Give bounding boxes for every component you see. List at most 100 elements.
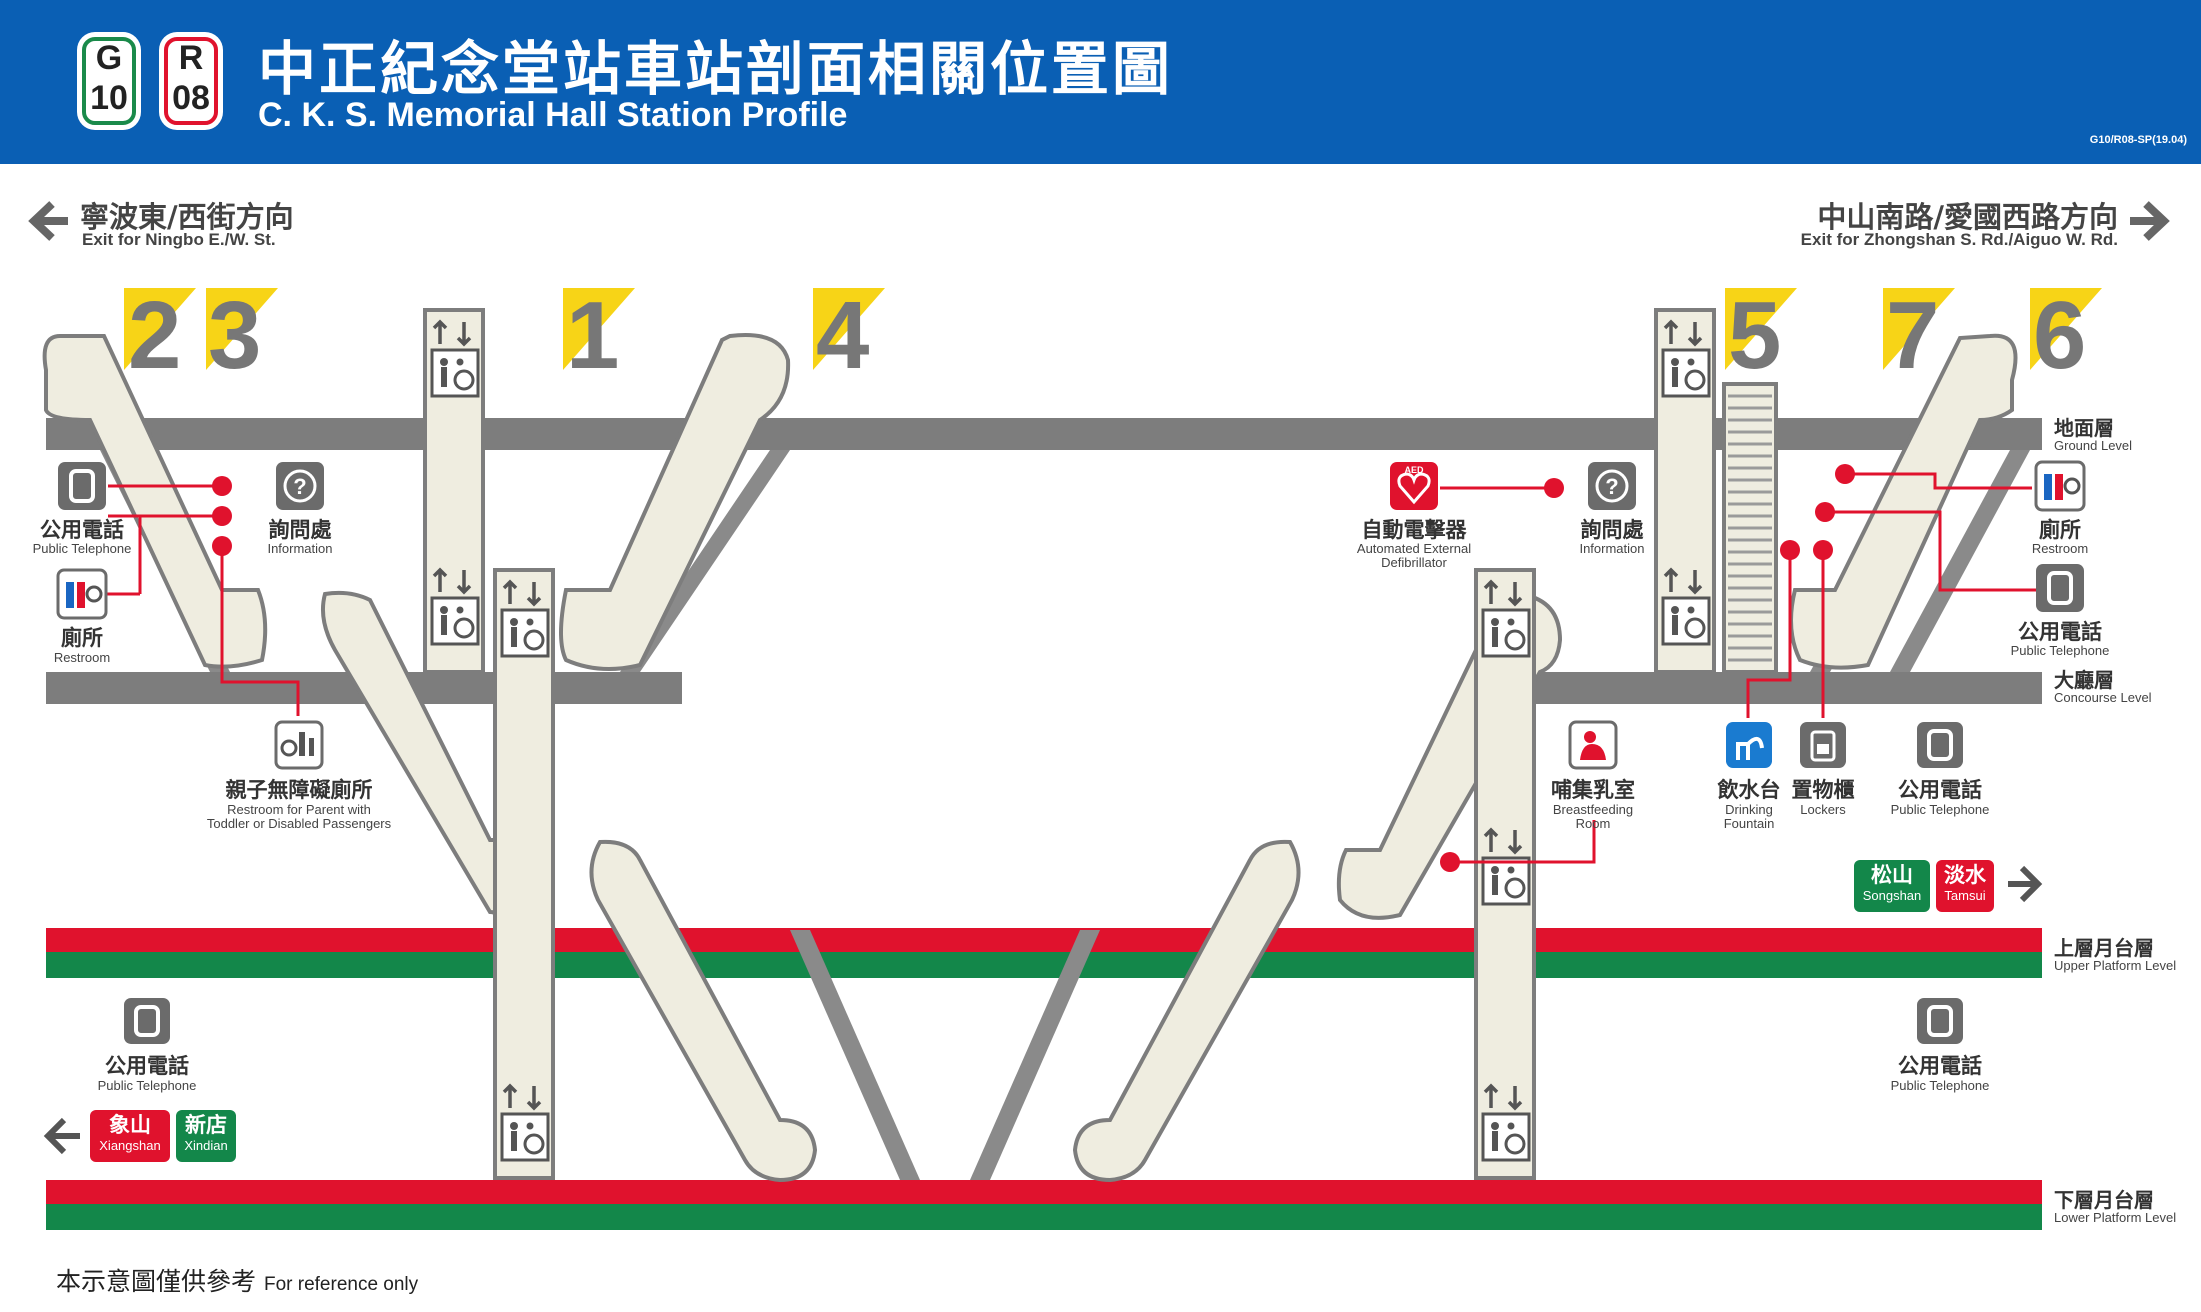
fountain-label-en2: Fountain — [1723, 816, 1775, 831]
phone-label: 公用電話 — [1898, 778, 1982, 802]
exit-flag — [813, 288, 885, 370]
fountain-label-en1: Drinking — [1725, 802, 1773, 817]
exit-flag — [1883, 288, 1955, 370]
phone-label: 公用電話 — [40, 518, 124, 542]
svg-text:?: ? — [293, 474, 306, 499]
exit-flag — [206, 288, 278, 370]
concourse-level-label-en: Concourse Level — [2054, 690, 2152, 705]
family-restroom-icon — [274, 720, 324, 770]
breastfeeding-label: 哺集乳室 — [1551, 778, 1635, 802]
breastfeeding-icon — [1568, 720, 1618, 770]
reference-note-en: For reference only — [263, 1274, 419, 1295]
restroom-label-en: Restroom — [2031, 541, 2089, 556]
telephone-icon — [2036, 564, 2084, 612]
aed-label: 自動電擊器 — [1361, 518, 1467, 542]
elevator-icon — [430, 319, 480, 398]
upper-platform-label: 上層月台層 — [2054, 936, 2154, 960]
destination-zh: 淡水 — [1944, 863, 1986, 887]
phone-label: 公用電話 — [105, 1054, 189, 1078]
phone-label: 公用電話 — [2018, 620, 2102, 644]
ground-level-label: 地面層 — [2054, 416, 2114, 440]
escalator-lower-left — [589, 839, 818, 1183]
exit-number: 2 — [128, 282, 182, 389]
exit-number: 1 — [566, 282, 620, 389]
exit-flag — [563, 288, 635, 370]
lower-platform-label-en: Lower Platform Level — [2054, 1210, 2177, 1225]
facility-dots — [212, 464, 1855, 872]
destination-zh: 象山 — [109, 1113, 151, 1137]
telephone-icon — [1917, 722, 1963, 768]
location-dot — [1815, 502, 1835, 522]
exit-number: 7 — [1886, 282, 1940, 389]
lockers-label-en: Lockers — [1800, 802, 1846, 817]
exit-number: 6 — [2033, 282, 2087, 389]
right-direction-zh: 中山南路/愛國西路方向 — [1817, 200, 2118, 234]
exit-number: 5 — [1728, 282, 1782, 389]
red-line-badge: R 08 — [159, 32, 223, 130]
restroom-label: 廁所 — [61, 626, 103, 650]
destination-songshan: 松山 Songshan — [1854, 860, 1930, 912]
aed-icon-text: AED — [1404, 465, 1424, 475]
stair-support — [790, 930, 920, 1180]
elevator-icons — [430, 319, 1711, 1162]
locker-icon — [1800, 722, 1846, 768]
lockers-label: 置物櫃 — [1791, 778, 1855, 802]
escalator-exit-2-3 — [42, 334, 268, 669]
badge-letter: G — [95, 39, 123, 77]
information-label: 詢問處 — [1580, 518, 1644, 542]
information-icon: ? — [1588, 462, 1636, 510]
destination-tamsui: 淡水 Tamsui — [1936, 860, 1994, 912]
facility-icons: ? AED ? — [56, 460, 2086, 1044]
location-dot — [1835, 464, 1855, 484]
destination-en: Xindian — [184, 1138, 228, 1153]
location-dot — [212, 506, 232, 526]
svg-text:?: ? — [1605, 474, 1618, 499]
concourse-floor-slab-right — [1490, 672, 2042, 704]
location-dot — [1440, 852, 1460, 872]
phone-label: 公用電話 — [1898, 1054, 1982, 1078]
telephone-icon — [124, 998, 170, 1044]
drinking-fountain-icon — [1726, 722, 1772, 768]
right-direction-en: Exit for Zhongshan S. Rd./Aiguo W. Rd. — [1800, 230, 2118, 249]
arrow-right-icon — [2008, 865, 2043, 903]
aed-icon: AED — [1390, 462, 1438, 510]
restroom-icon — [56, 568, 108, 620]
destination-zh: 新店 — [185, 1113, 227, 1137]
destination-en: Tamsui — [1944, 888, 1986, 903]
badge-number: 10 — [90, 79, 128, 117]
elevator-icon — [1481, 579, 1531, 658]
reference-note: 本示意圖僅供參考 For reference only — [56, 1262, 418, 1298]
lower-platform-red — [46, 1180, 2042, 1204]
stair-support — [1890, 450, 2030, 672]
family-restroom-label-en2: Toddler or Disabled Passengers — [206, 816, 392, 831]
connector-line — [1825, 510, 2038, 592]
header-bar: G 10 R 08 中正紀念堂站車站剖面相關位置圖 C. K. S. Memor… — [0, 0, 2201, 164]
badge-letter: R — [178, 39, 204, 77]
aed-label-en2: Defibrillator — [1381, 555, 1447, 570]
telephone-icon — [1917, 998, 1963, 1044]
escalator-lower-right — [1072, 839, 1301, 1183]
phone-label-en: Public Telephone — [97, 1078, 197, 1093]
location-dot — [212, 476, 232, 496]
elevator-icon — [1481, 1083, 1531, 1162]
lower-platform-label: 下層月台層 — [2054, 1188, 2154, 1212]
fountain-label: 飲水台 — [1717, 778, 1781, 802]
information-label-en: Information — [1579, 541, 1645, 556]
aed-label-en1: Automated External — [1356, 541, 1472, 556]
location-dot — [1813, 540, 1833, 560]
connector-line — [1845, 472, 2032, 490]
elevator-icon — [1661, 319, 1711, 398]
upper-platform-green — [46, 952, 2042, 978]
location-dot — [212, 536, 232, 556]
telephone-icon — [58, 462, 106, 510]
phone-label-en: Public Telephone — [2010, 643, 2110, 658]
arrow-left-icon — [28, 201, 68, 241]
escalator-exit-1 — [559, 333, 791, 671]
reference-note-zh: 本示意圖僅供參考 — [56, 1267, 257, 1296]
phone-label-en: Public Telephone — [32, 541, 132, 556]
concourse-level-label: 大廳層 — [2054, 668, 2114, 692]
upper-platform-red — [46, 928, 2042, 952]
left-direction-zh: 寧波東/西街方向 — [80, 200, 294, 234]
stairway-stripes — [1728, 394, 1772, 662]
